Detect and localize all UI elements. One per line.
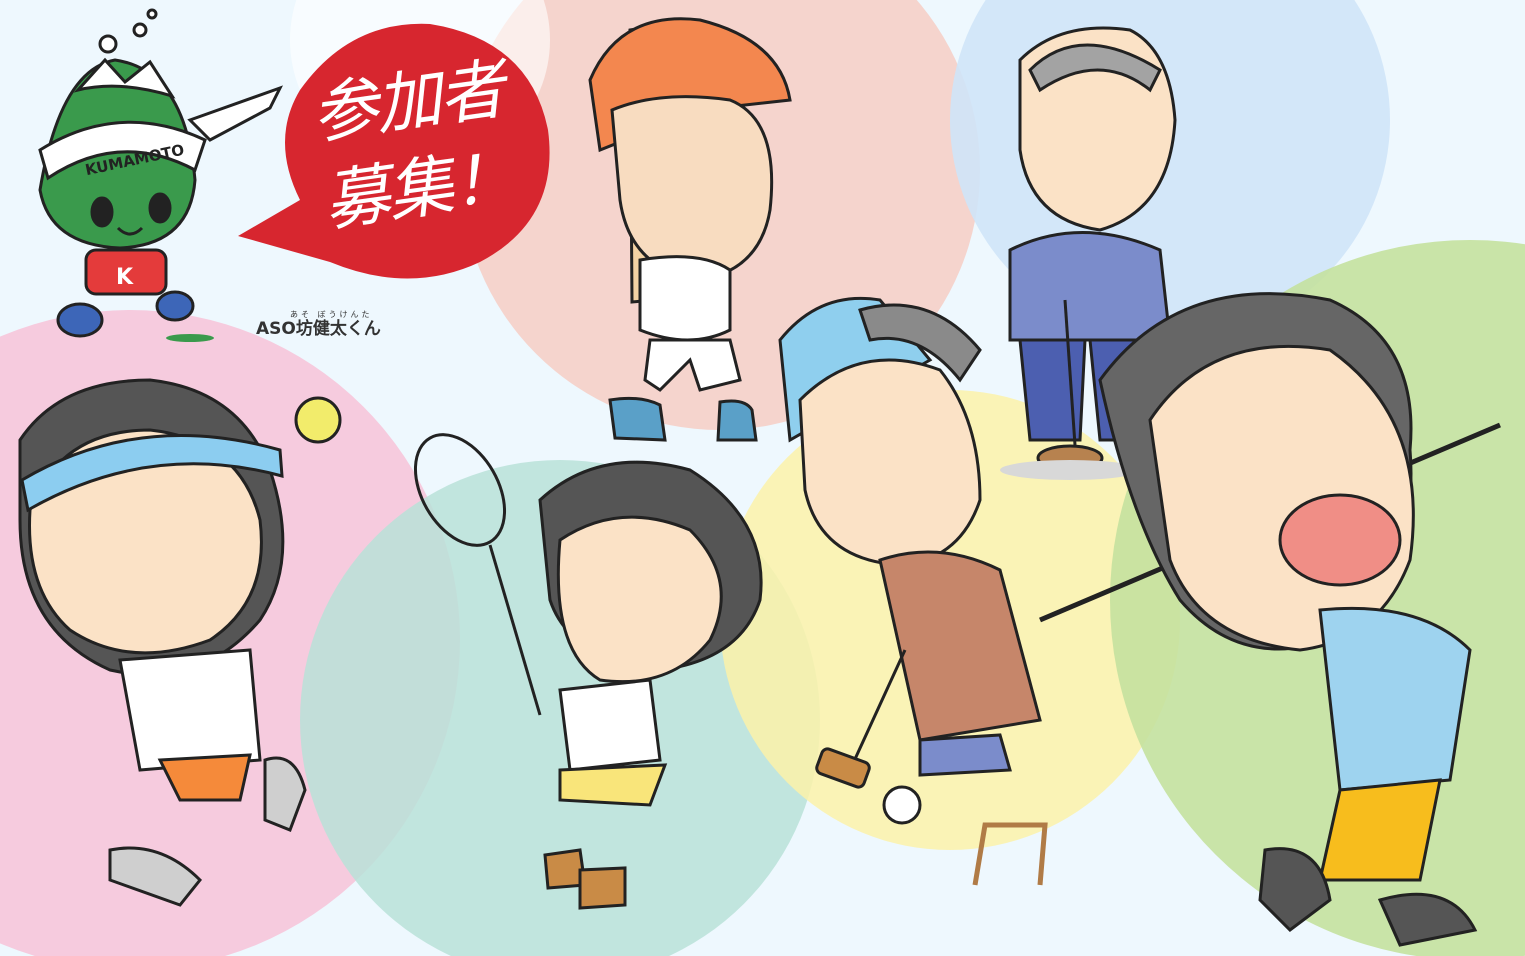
callout-bubble — [238, 23, 550, 279]
croquet-player — [778, 296, 1048, 886]
recruitment-callout: 参加者 募集！ — [287, 43, 543, 273]
mascot-name-label: あそ ぼうけんた ASO坊健太くん — [256, 310, 381, 339]
mascot-character — [38, 8, 284, 342]
runner-woman — [18, 378, 342, 907]
baseball-batter — [588, 17, 792, 442]
mascot-shirt-letter: K — [116, 265, 134, 290]
mascot-name: ASO坊健太くん — [256, 318, 381, 339]
golfer — [1039, 292, 1501, 947]
tennis-player — [413, 433, 763, 910]
mascot-name-ruby: あそ ぼうけんた — [290, 310, 373, 319]
